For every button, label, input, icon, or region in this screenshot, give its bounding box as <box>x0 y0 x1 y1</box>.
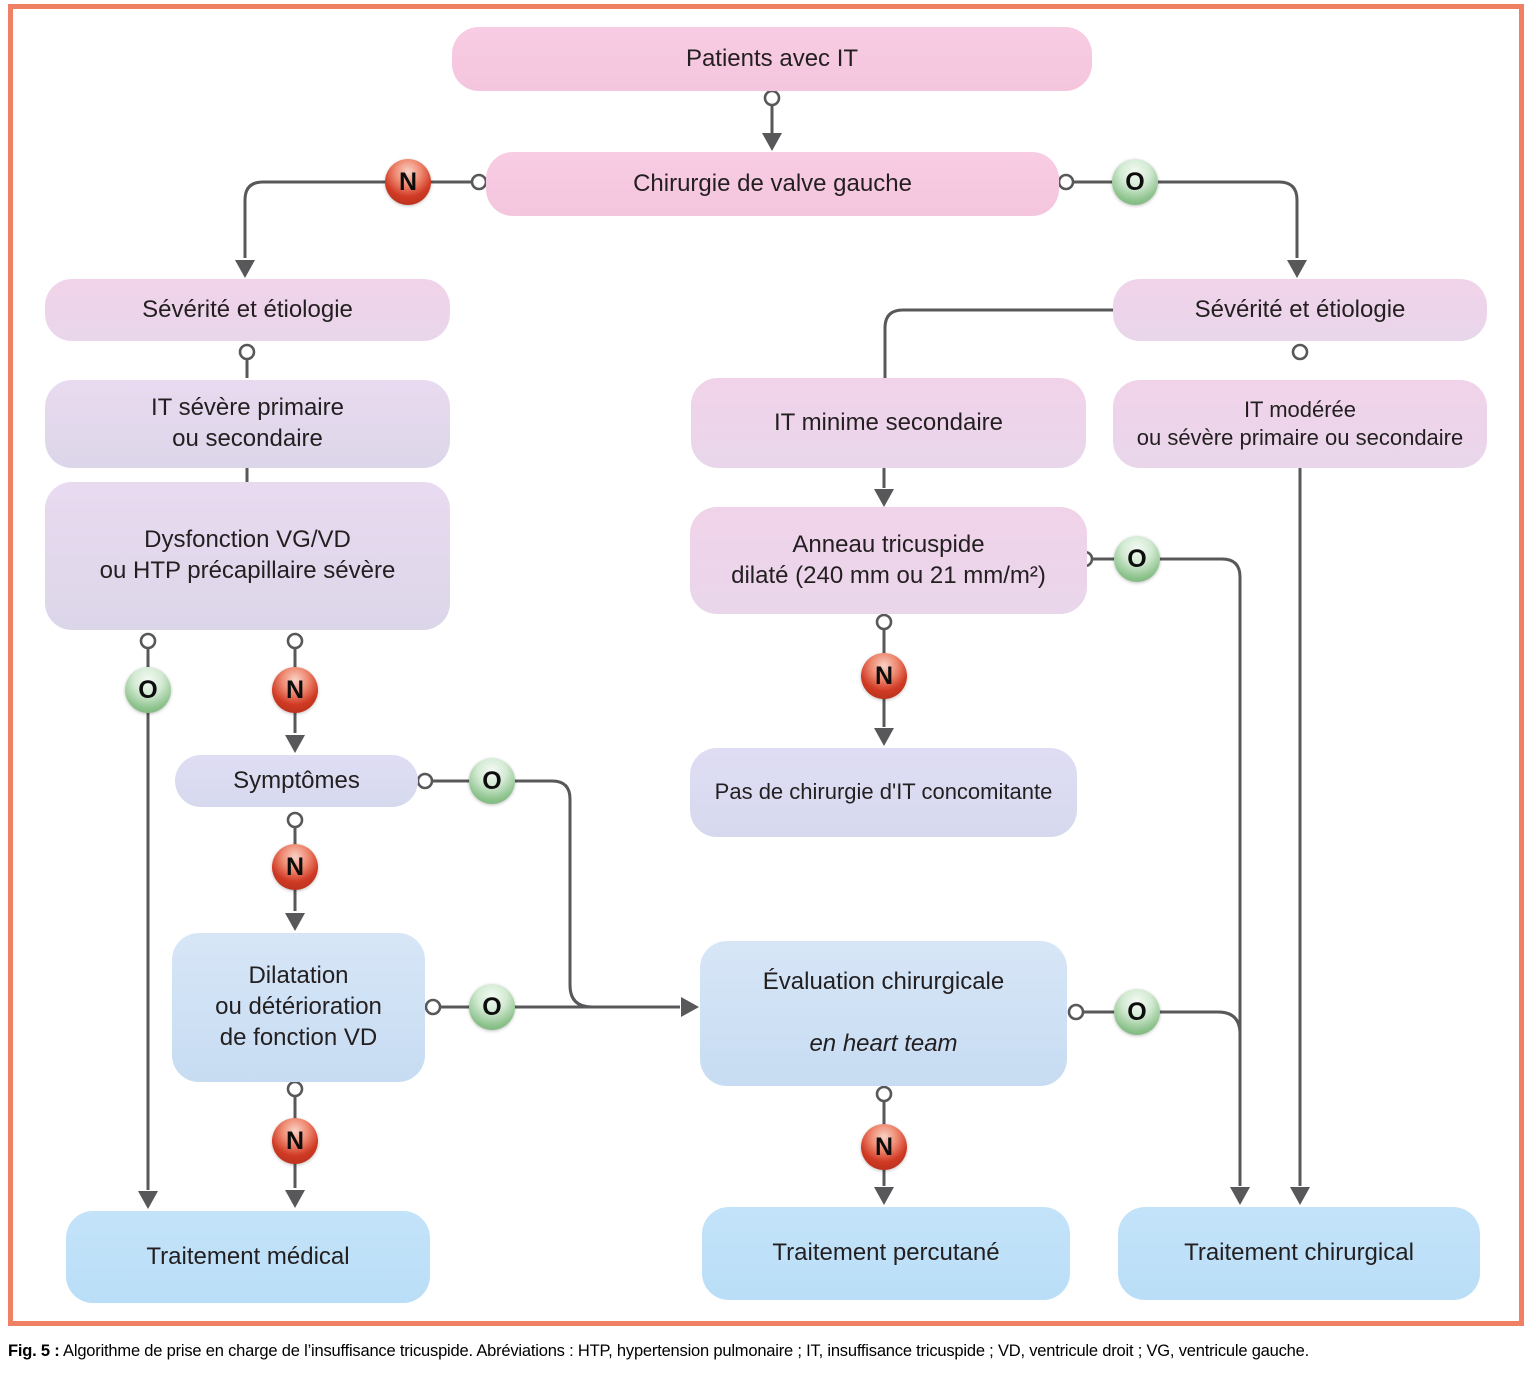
node-symptomes: Symptômes <box>175 755 418 807</box>
evaluation-line1: Évaluation chirurgicale <box>762 968 1005 996</box>
node-it-moderee-severe: IT modérée ou sévère primaire ou seconda… <box>1113 380 1487 468</box>
figure-caption-text: Algorithme de prise en charge de l’insuf… <box>59 1342 1310 1360</box>
node-traitement-percutane: Traitement percutané <box>702 1207 1070 1300</box>
badge-non-anneau: N <box>861 653 907 699</box>
figure-caption-label: Fig. 5 : <box>8 1342 60 1360</box>
node-chirurgie-valve-gauche: Chirurgie de valve gauche <box>486 152 1059 216</box>
badge-non-evaluation: N <box>861 1124 907 1170</box>
node-anneau-tricuspide-dilate: Anneau tricuspide dilaté (240 mm ou 21 m… <box>690 507 1087 614</box>
figure-caption: Fig. 5 : Algorithme de prise en charge d… <box>8 1342 1536 1361</box>
node-severite-etiologie-gauche: Sévérité et étiologie <box>45 279 450 341</box>
badge-oui-dysfonction: O <box>125 667 171 713</box>
node-traitement-chirurgical: Traitement chirurgical <box>1118 1207 1480 1300</box>
badge-non-dysfonction: N <box>272 667 318 713</box>
badge-oui-dilatation: O <box>469 984 515 1030</box>
badge-oui-evaluation: O <box>1114 989 1160 1035</box>
node-pas-de-chirurgie-it: Pas de chirurgie d'IT concomitante <box>690 748 1077 837</box>
badge-non-chirurgie-gauche: N <box>385 159 431 205</box>
node-severite-etiologie-droite: Sévérité et étiologie <box>1113 279 1487 341</box>
badge-oui-symptomes: O <box>469 758 515 804</box>
node-traitement-medical: Traitement médical <box>66 1211 430 1303</box>
badge-oui-chirurgie-gauche: O <box>1112 159 1158 205</box>
node-patients-avec-it: Patients avec IT <box>452 27 1092 91</box>
badge-non-symptomes: N <box>272 844 318 890</box>
evaluation-line2-heart-team: en heart team <box>809 1029 958 1057</box>
node-it-severe-primaire-secondaire: IT sévère primaire ou secondaire <box>45 380 450 468</box>
node-it-minime-secondaire: IT minime secondaire <box>691 378 1086 468</box>
badge-oui-anneau: O <box>1114 536 1160 582</box>
node-dysfonction-vg-vd: Dysfonction VG/VD ou HTP précapillaire s… <box>45 482 450 630</box>
node-evaluation-chirurgicale: Évaluation chirurgicale en heart team <box>700 941 1067 1086</box>
badge-non-dilatation: N <box>272 1118 318 1164</box>
node-dilatation-deterioration-vd: Dilatation ou détérioration de fonction … <box>172 933 425 1082</box>
